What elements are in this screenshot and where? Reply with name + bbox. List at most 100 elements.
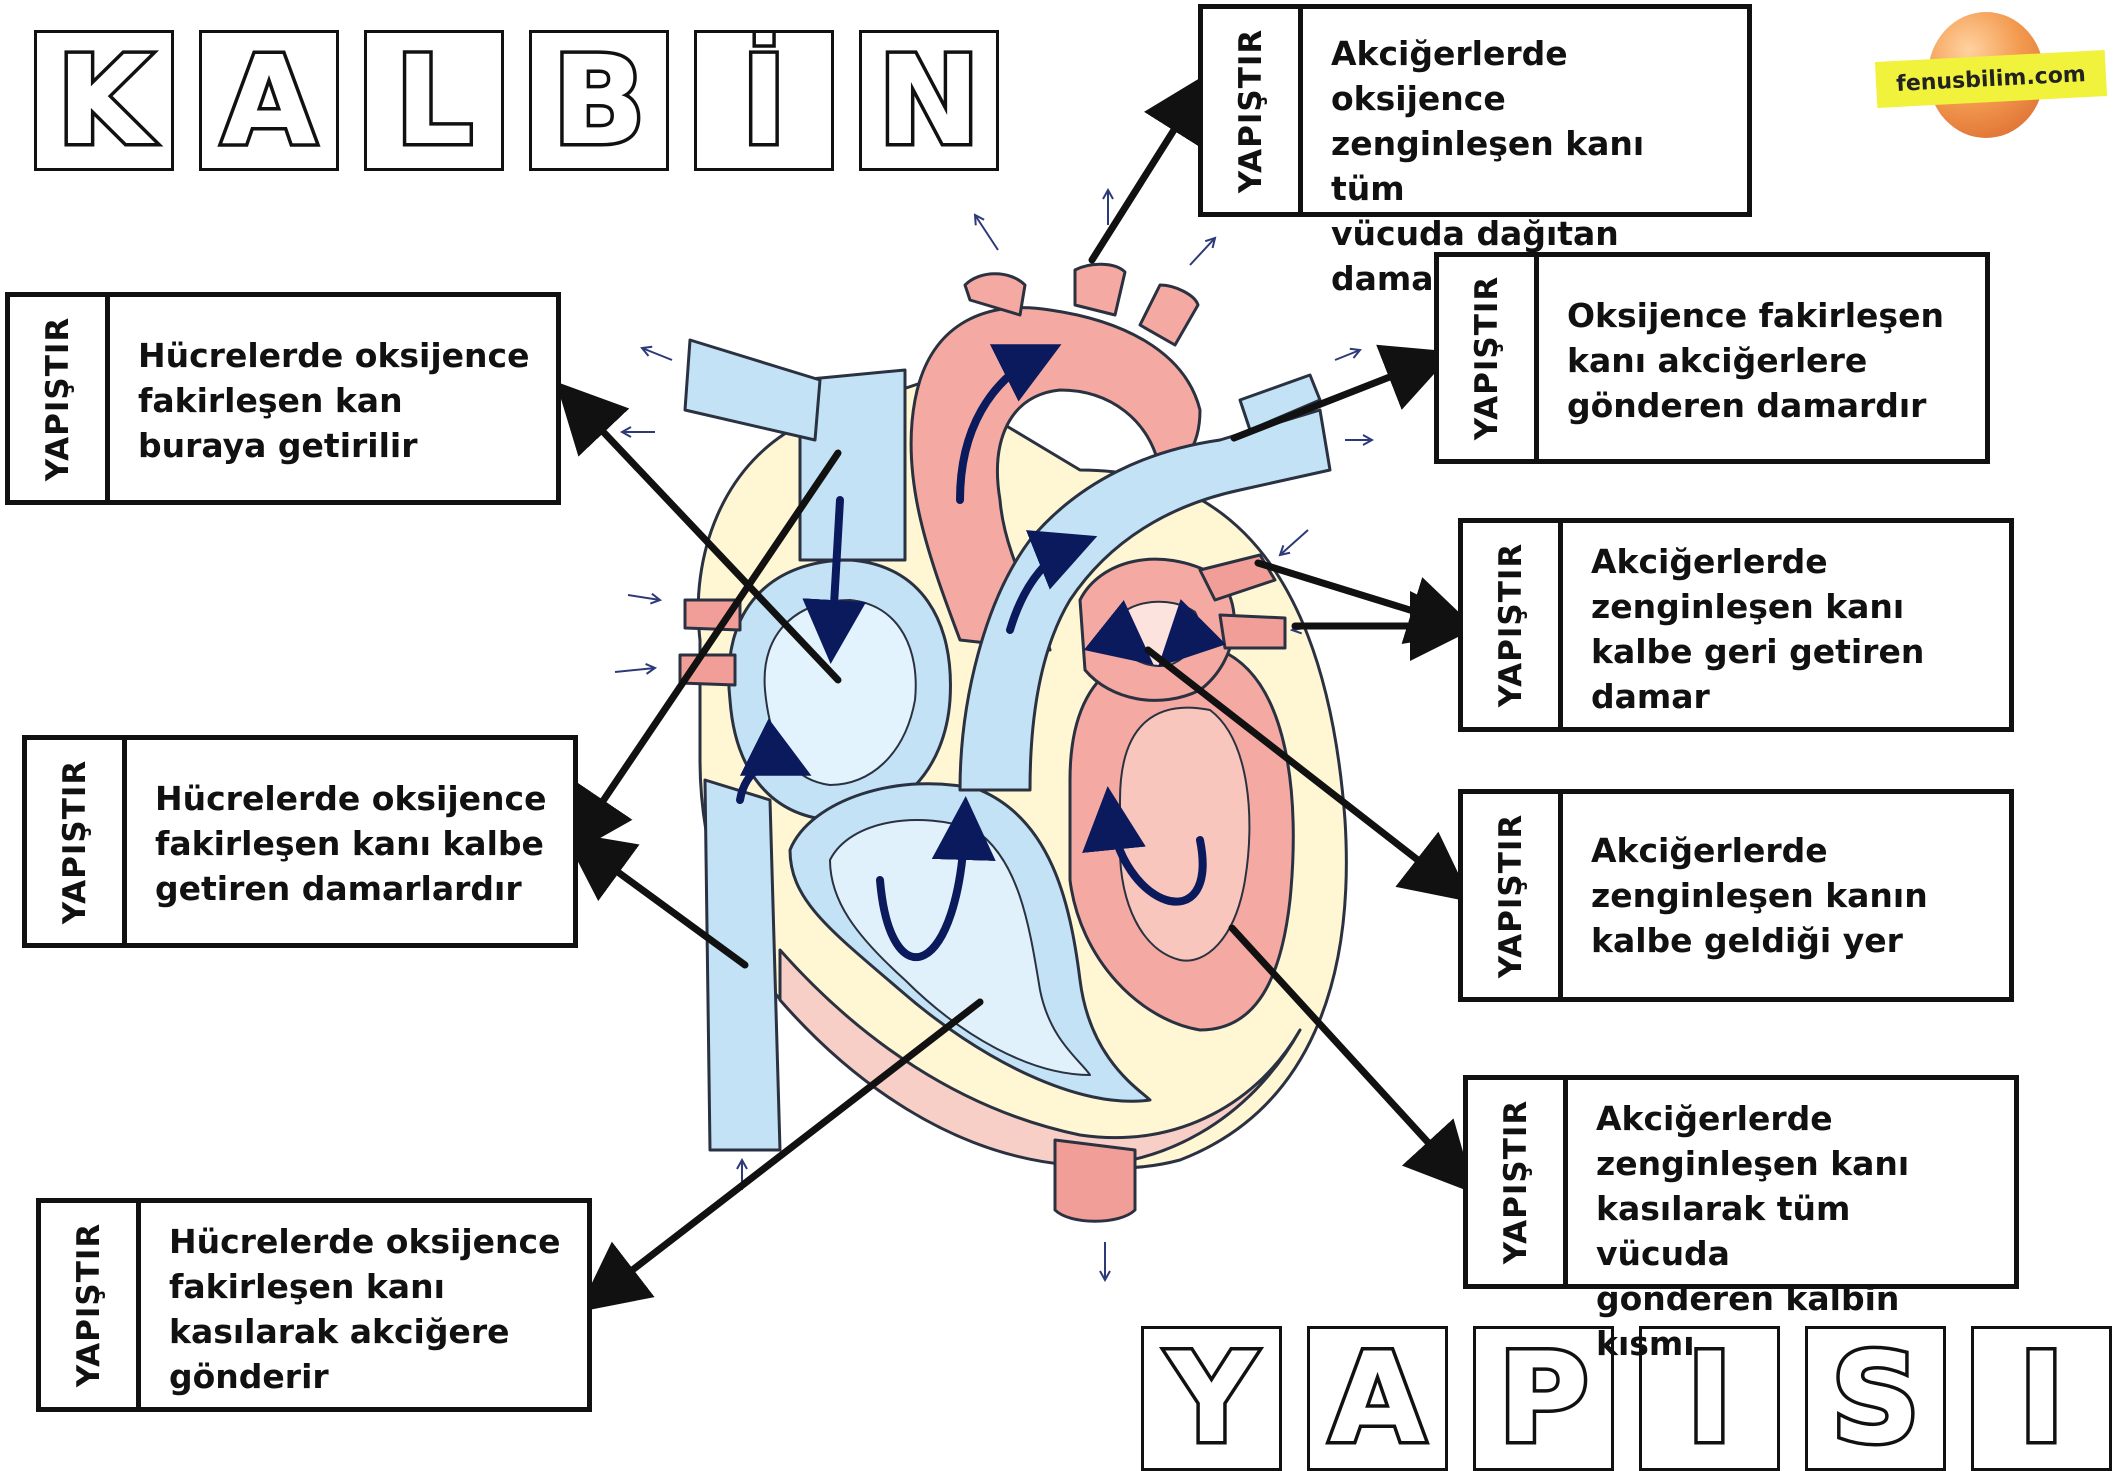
card-line: fakirleşen kan [138,378,530,423]
paste-label: YAPIŞTIR [1498,1100,1534,1265]
card-line: kasılarak akciğere [169,1309,561,1354]
card-right-atrium: YAPIŞTIR Hücrelerde oksijence fakirleşen… [5,292,561,505]
title-letter-tile: K [34,30,174,171]
card-line: Hücrelerde oksijence [155,776,547,821]
paste-tab[interactable]: YAPIŞTIR [1203,9,1303,212]
leader-aorta [1092,95,1196,260]
card-line: Akciğerlerde [1596,1096,1988,1141]
card-line: buraya getirilir [138,423,530,468]
fenusbilim-logo: fenusbilim.com [1870,10,2120,140]
paste-label: YAPIŞTIR [40,316,76,481]
card-line: kanı akciğerlere [1567,338,1959,383]
card-vena-cava: YAPIŞTIR Hücrelerde oksijence fakirleşen… [22,735,578,948]
card-text: Akciğerlerde zenginleşen kanı kasılarak … [1568,1080,2014,1284]
card-line: Oksijence fakirleşen [1567,293,1959,338]
card-line: Akciğerlerde [1591,539,1983,584]
card-line: kalbe geri getiren [1591,629,1983,674]
card-line: zenginleşen kanı [1591,584,1983,629]
title-letter: A [222,40,316,162]
title-letter: A [1330,1337,1426,1461]
card-line: zenginleşen kanı tüm [1331,121,1721,211]
title-letter: L [395,40,473,162]
card-line: Akciğerlerde [1591,828,1983,873]
card-right-ventricle: YAPIŞTIR Hücrelerde oksijence fakirleşen… [36,1198,592,1412]
paste-tab[interactable]: YAPIŞTIR [1463,794,1563,997]
title-letter: B [553,40,646,162]
paste-tab[interactable]: YAPIŞTIR [10,297,110,500]
title-letter: I [2018,1337,2064,1461]
card-text: Hücrelerde oksijence fakirleşen kan bura… [110,297,556,500]
card-left-ventricle: YAPIŞTIR Akciğerlerde zenginleşen kanı k… [1463,1075,2019,1289]
paste-label: YAPIŞTIR [71,1223,107,1388]
logo-band: fenusbilim.com [1875,50,2107,108]
title-letter-tile: L [364,30,504,171]
card-line: getiren damarlardır [155,866,547,911]
aorta-branch-2 [1075,264,1125,315]
card-line: fakirleşen kanı kalbe [155,821,547,866]
card-pulmonary-artery: YAPIŞTIR Oksijence fakirleşen kanı akciğ… [1434,252,1990,464]
aorta-branch-3 [1140,285,1198,345]
card-line: fakirleşen kanı [169,1264,561,1309]
title-letter-tile: B [529,30,669,171]
leader-right-ventricle [600,1002,980,1295]
card-line: gönderen kalbin kısmı [1596,1276,1988,1366]
title-letter-tile: I [1971,1326,2112,1471]
card-line: damar [1591,674,1983,719]
thin-arrow [642,348,672,360]
title-letter: K [57,40,152,162]
paste-tab[interactable]: YAPIŞTIR [1468,1080,1568,1284]
thin-arrow [1190,238,1215,265]
thin-arrow [1280,530,1308,555]
card-line: Hücrelerde oksijence [138,333,530,378]
title-letter: Y [1167,1337,1257,1461]
left-ventricle-inner [1120,708,1249,961]
aorta-branch-1 [965,274,1025,315]
paste-tab[interactable]: YAPIŞTIR [27,740,127,943]
brachiocephalic-vein [685,340,820,440]
card-text: Akciğerlerde oksijence zenginleşen kanı … [1303,9,1747,212]
card-line: zenginleşen kanı [1596,1141,1988,1186]
title-letter-tile: Y [1141,1326,1282,1471]
paste-tab[interactable]: YAPIŞTIR [41,1203,141,1407]
card-line: Hücrelerde oksijence [169,1219,561,1264]
title-letter: İ [741,40,786,162]
card-pulmonary-veins: YAPIŞTIR Akciğerlerde zenginleşen kanı k… [1458,518,2014,732]
title-letter-tile: N [859,30,999,171]
card-text: Oksijence fakirleşen kanı akciğerlere gö… [1539,257,1985,459]
title-letter: N [878,40,980,162]
pulmonary-vein-lower [1220,615,1285,648]
card-line: kalbe geldiği yer [1591,918,1983,963]
thin-arrow [975,215,998,250]
title-letter-tile: A [199,30,339,171]
card-text: Hücrelerde oksijence fakirleşen kanı kas… [141,1203,587,1407]
card-left-atrium: YAPIŞTIR Akciğerlerde zenginleşen kanın … [1458,789,2014,1002]
title-letter: P [1498,1337,1589,1461]
card-line: kasılarak tüm vücuda [1596,1186,1988,1276]
title-kalbin: K A L B İ N [34,30,1024,171]
paste-tab[interactable]: YAPIŞTIR [1439,257,1539,459]
title-letter-tile: İ [694,30,834,171]
logo-text: fenusbilim.com [1896,62,2087,97]
thin-arrow [1335,350,1360,360]
paste-label: YAPIŞTIR [1233,28,1269,193]
descending-aorta [1055,1140,1135,1221]
title-letter-tile: A [1307,1326,1448,1471]
card-aorta: YAPIŞTIR Akciğerlerde oksijence zenginle… [1198,4,1752,217]
thin-arrow [628,595,660,600]
paste-label: YAPIŞTIR [1493,543,1529,708]
card-line: vücuda dağıtan [1331,211,1721,256]
heart-illustration [680,264,1346,1221]
card-text: Akciğerlerde zenginleşen kanı kalbe geri… [1563,523,2009,727]
paste-label: YAPIŞTIR [1493,813,1529,978]
title-letter-tile: P [1473,1326,1614,1471]
paste-label: YAPIŞTIR [1469,276,1505,441]
card-line: Akciğerlerde oksijence [1331,31,1721,121]
paste-tab[interactable]: YAPIŞTIR [1463,523,1563,727]
card-line: zenginleşen kanın [1591,873,1983,918]
card-line: gönderen damardır [1567,383,1959,428]
card-text: Akciğerlerde zenginleşen kanın kalbe gel… [1563,794,2009,997]
thin-arrow [615,668,655,672]
card-text: Hücrelerde oksijence fakirleşen kanı kal… [127,740,573,943]
card-line: gönderir [169,1354,561,1399]
paste-label: YAPIŞTIR [57,759,93,924]
